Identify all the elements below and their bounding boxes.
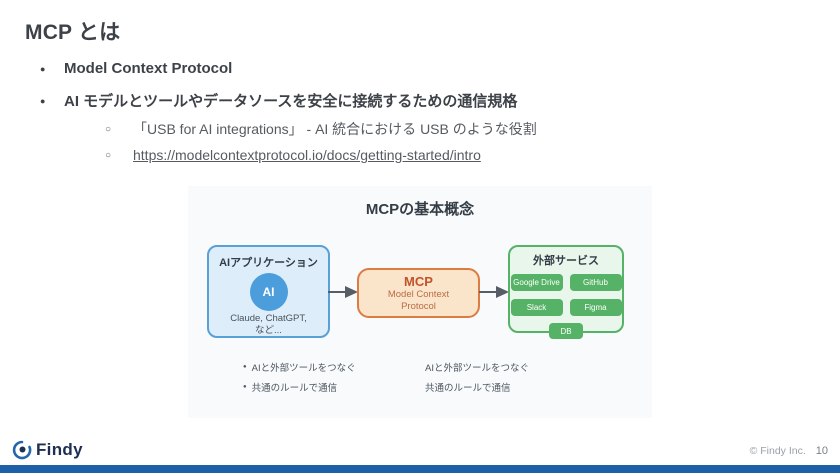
bullet-item: ● AI モデルとツールやデータソースを安全に接続するための通信規格 [40, 90, 517, 111]
service-chip-github: GitHub [569, 274, 622, 291]
note-item: 共通のルールで通信 [425, 383, 511, 394]
ai-application-box: AIアプリケーション AI Claude, ChatGPT, など... [207, 245, 330, 338]
service-chip-db: DB [549, 323, 583, 339]
bullet-dot-icon: ● [243, 384, 247, 390]
diagram-notes-left: ● AIと外部ツールをつなぐ ● 共通のルールで通信 [243, 360, 356, 400]
sub-bullet-item: ○ https://modelcontextprotocol.io/docs/g… [105, 147, 481, 163]
bullet-text: AI モデルとツールやデータソースを安全に接続するための通信規格 [64, 93, 518, 110]
bullet-dot-icon: ● [40, 63, 46, 74]
bullet-item: ● Model Context Protocol [40, 60, 232, 77]
findy-logo-text: Findy [36, 440, 83, 459]
service-chip-grid: Google Drive GitHub Slack Figma [510, 274, 622, 316]
arrow-right-icon [328, 286, 358, 298]
footer-copyright: © Findy Inc. 10 [750, 445, 828, 457]
page-number: 10 [815, 445, 828, 457]
mcp-box: MCP Model Context Protocol [357, 268, 480, 318]
page-title: MCP とは [25, 21, 121, 44]
bullet-circle-icon: ○ [105, 149, 112, 161]
diagram-title: MCPの基本概念 [365, 201, 475, 218]
ai-circle-badge: AI [249, 273, 288, 311]
bullet-text: Model Context Protocol [64, 60, 233, 77]
service-chip-slack: Slack [510, 299, 563, 316]
diagram-notes-right: AIと外部ツールをつなぐ 共通のルールで通信 [425, 360, 529, 400]
findy-logo-icon [12, 440, 32, 460]
mcp-concept-diagram: MCPの基本概念 AIアプリケーション AI Claude, ChatGPT, … [188, 186, 652, 418]
service-chip-google-drive: Google Drive [510, 274, 563, 291]
ai-application-caption: Claude, ChatGPT, など... [230, 313, 307, 336]
findy-logo: Findy [12, 440, 83, 460]
sub-bullet-item: ○ 「USB for AI integrations」 - AI 統合における … [105, 119, 537, 139]
doc-link[interactable]: https://modelcontextprotocol.io/docs/get… [133, 147, 481, 163]
note-item: AIと外部ツールをつなぐ [425, 363, 529, 374]
service-chip-figma: Figma [569, 299, 622, 316]
external-services-box: 外部サービス Google Drive GitHub Slack Figma D… [508, 245, 624, 339]
arrow-right-icon [479, 286, 509, 298]
mcp-box-title: MCP [404, 274, 433, 289]
note-item: ● AIと外部ツールをつなぐ [243, 363, 356, 374]
bullet-dot-icon: ● [40, 95, 46, 106]
note-item: ● 共通のルールで通信 [243, 383, 338, 394]
ai-application-title: AIアプリケーション [219, 257, 318, 269]
copyright-text: © Findy Inc. [749, 445, 806, 457]
bullet-dot-icon: ● [243, 364, 247, 370]
external-services-title: 外部サービス [533, 255, 599, 267]
mcp-box-subtitle: Model Context Protocol [387, 289, 450, 313]
bottom-accent-bar [0, 465, 840, 473]
bullet-circle-icon: ○ [105, 123, 112, 135]
sub-bullet-text: 「USB for AI integrations」 - AI 統合における US… [133, 121, 537, 137]
